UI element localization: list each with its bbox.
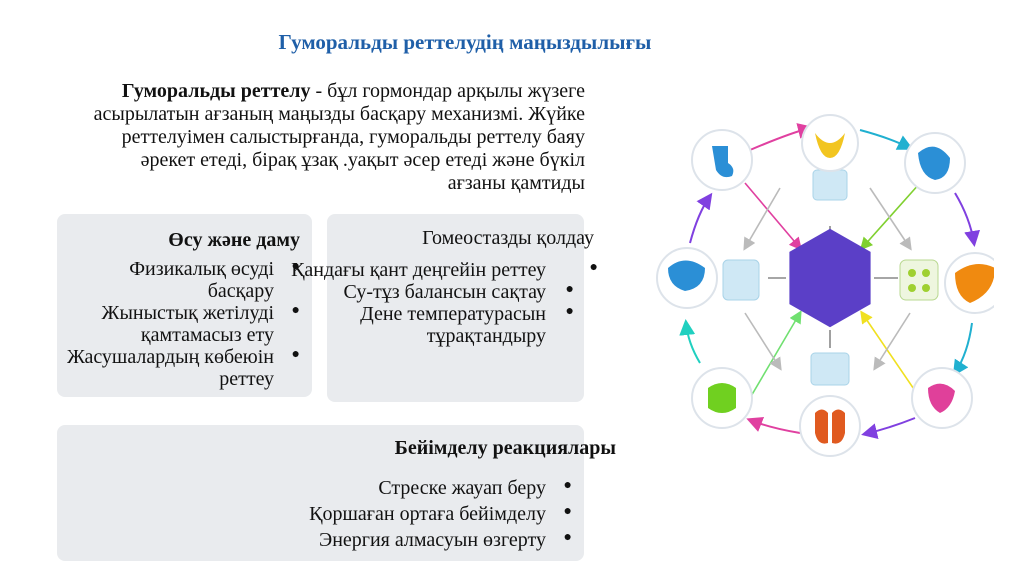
intro-text: - бұл гормондар арқылы жүзеге асырылатын… (93, 80, 585, 194)
list-item: Дене температурасын тұрақтандыру● (360, 303, 574, 347)
bullet-icon: ● (565, 282, 574, 297)
bullet-icon: ● (291, 303, 300, 318)
list-item: Қандағы қант деңгейін реттеу● (291, 259, 598, 281)
card-adaptation-heading: Бейімделу реакциялары (394, 437, 616, 459)
central-hexagon (789, 228, 871, 328)
card-homeostasis-heading: Гомеостазды қолдау (422, 227, 594, 249)
bullet-icon: ● (291, 259, 300, 274)
bullet-icon: ● (589, 260, 598, 275)
list-item: Стреске жауап беру● (146, 475, 572, 501)
card-homeostasis-list: Қандағы қант деңгейін реттеу● Су-тұз бал… (246, 259, 598, 347)
card-growth: Өсу және даму Физикалық өсуді басқару● Ж… (57, 214, 312, 397)
card-adaptation-list: Стреске жауап беру● Қоршаған ортаға бейі… (146, 475, 572, 553)
card-adaptation: Бейімделу реакциялары Стреске жауап беру… (57, 425, 616, 561)
bullet-icon: ● (565, 304, 574, 319)
list-item: Энергия алмасуын өзгерту● (146, 527, 572, 553)
card-homeostasis: Гомеостазды қолдау Қандағы қант деңгейін… (291, 214, 598, 402)
list-item: Жасушалардың көбеюін реттеу● (67, 346, 300, 390)
list-item: Физикалық өсуді басқару● (129, 258, 300, 302)
card-growth-heading: Өсу және даму (168, 229, 300, 251)
page-title: Гуморальды реттелудің маңыздылығы (278, 30, 652, 54)
list-item: Қоршаған ортаға бейімделу● (146, 501, 572, 527)
intro-term: Гуморальды реттелу (121, 80, 311, 102)
spoke-lines (743, 182, 921, 399)
intro-paragraph: Гуморальды реттелу - бұл гормондар арқыл… (90, 80, 585, 195)
endocrine-diagram (656, 114, 994, 457)
bullet-icon: ● (563, 478, 572, 493)
list-item: Жыныстық жетілуді қамтамасыз ету● (101, 302, 300, 346)
bullet-icon: ● (563, 504, 572, 519)
card-growth-list: Физикалық өсуді басқару● Жыныстық жетілу… (59, 258, 300, 390)
list-item: Су-тұз балансын сақтау● (343, 281, 574, 303)
lungs-icon (799, 395, 861, 457)
organ-glyphs (668, 133, 994, 444)
bullet-icon: ● (563, 530, 572, 545)
bullet-icon: ● (291, 347, 300, 362)
